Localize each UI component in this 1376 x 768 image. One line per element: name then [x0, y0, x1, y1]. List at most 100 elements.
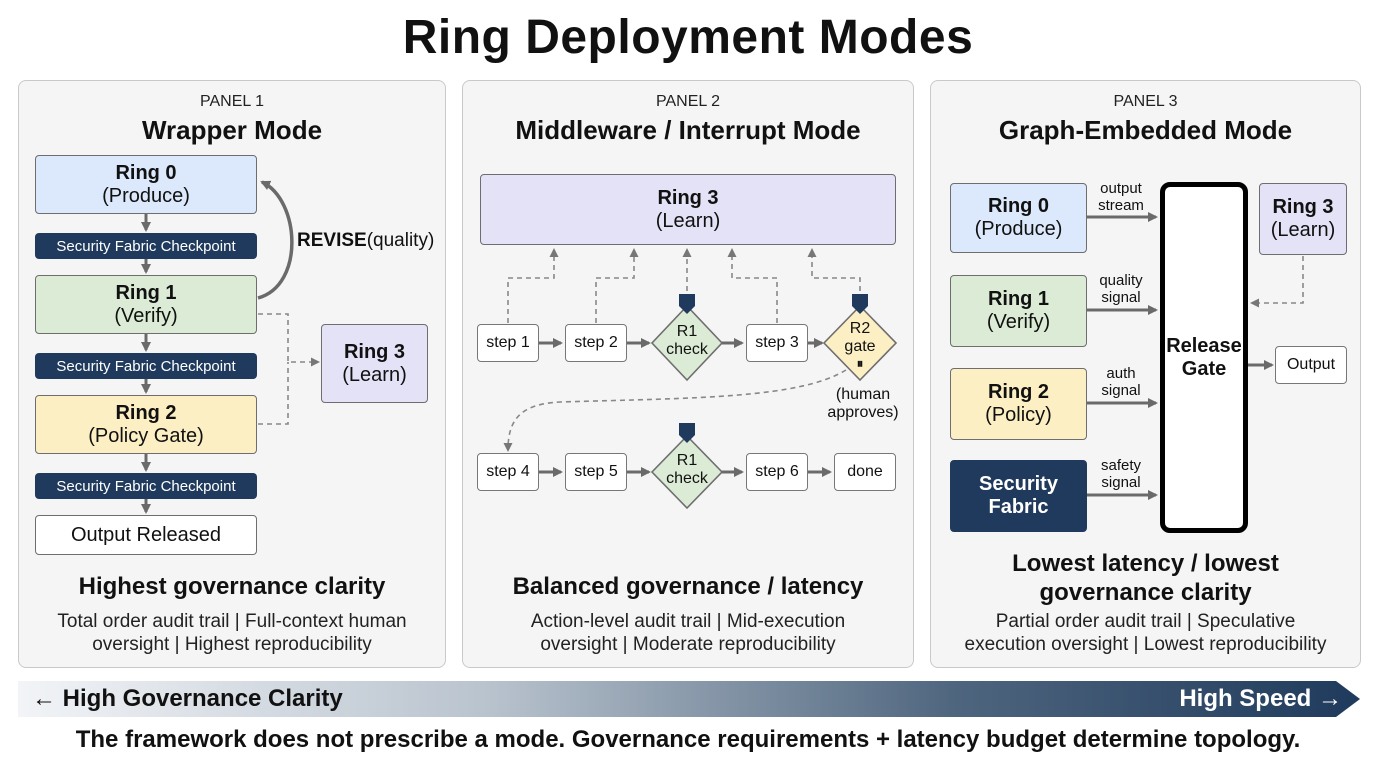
- sig-line2: signal: [1101, 474, 1141, 492]
- panel3-detail-line1: Partial order audit trail | Speculative: [995, 611, 1296, 632]
- spectrum-bar: [18, 681, 1360, 717]
- ring-role: (Learn): [1270, 219, 1336, 241]
- spectrum-right-label: High Speed →: [1179, 685, 1342, 712]
- panel1-summary: Highest governance clarity: [78, 573, 386, 600]
- check-label: check: [666, 341, 708, 359]
- panel1-detail-line1: Total order audit trail | Full-context h…: [57, 611, 407, 632]
- ring-name: Ring 3: [1272, 196, 1334, 218]
- ring-role: (Produce): [102, 184, 190, 207]
- step-5: step 5: [565, 453, 627, 491]
- shield-icon: [679, 294, 695, 314]
- step-3: step 3: [746, 324, 808, 362]
- p3-output-box: Output: [1275, 346, 1347, 384]
- p3-ring1-box: Ring 1 (Verify): [950, 275, 1087, 347]
- footer-note: The framework does not prescribe a mode.…: [75, 726, 1301, 753]
- quality-signal-label: quality signal: [1090, 272, 1152, 307]
- release-line2: Gate: [1181, 357, 1227, 380]
- shield-icon: [679, 423, 695, 443]
- r1-label: R1: [676, 452, 698, 469]
- ring-role: (Produce): [974, 218, 1063, 240]
- panel2-number: PANEL 2: [655, 93, 721, 110]
- security-line1: Security: [979, 473, 1058, 495]
- panel3-summary-line1: Lowest latency / lowest: [1012, 550, 1279, 577]
- r2-label: R2: [849, 320, 871, 337]
- panel1-detail-line2: oversight | Highest reproducibility: [92, 634, 372, 655]
- step-2: step 2: [565, 324, 627, 362]
- panel2-summary: Balanced governance / latency: [512, 573, 864, 600]
- revise-label: REVISE(quality): [297, 230, 434, 252]
- page-title: Ring Deployment Modes: [402, 11, 974, 64]
- step-4: step 4: [477, 453, 539, 491]
- panel3-learn-link: [1250, 256, 1304, 308]
- security-line2: Fabric: [988, 496, 1049, 518]
- p2-ring3-box: Ring 3 (Learn): [480, 174, 896, 245]
- revise-loop-arrow: [257, 180, 294, 300]
- p3-ring2-box: Ring 2 (Policy): [950, 368, 1087, 440]
- p1-output-box: Output Released: [35, 515, 257, 555]
- revise-rest: (quality): [366, 230, 435, 251]
- release-gate-box: Release Gate: [1160, 182, 1248, 533]
- panel3-title: Graph-Embedded Mode: [998, 115, 1293, 145]
- sig-line1: auth: [1106, 365, 1136, 382]
- note-line2: approves): [827, 404, 899, 422]
- ring-name: Ring 2: [115, 401, 177, 424]
- ring-role: (Policy): [985, 404, 1052, 426]
- r1-check-label-top: R1 check: [652, 323, 722, 360]
- ring-name: Ring 3: [343, 340, 406, 363]
- panel2-learn-links: [503, 248, 861, 452]
- panel1-title: Wrapper Mode: [141, 115, 323, 145]
- security-checkpoint: Security Fabric Checkpoint: [35, 353, 257, 379]
- output-stream-label: output stream: [1090, 180, 1152, 215]
- sig-line1: output: [1100, 180, 1142, 197]
- p1-ring3-box: Ring 3 (Learn): [321, 324, 428, 403]
- p1-ring2-box: Ring 2 (Policy Gate): [35, 395, 257, 454]
- release-line1: Release: [1166, 334, 1242, 357]
- r1-check-diamond-top: [650, 304, 724, 382]
- panel3-signal-arrows: [1087, 212, 1274, 500]
- ring-name: Ring 1: [115, 281, 177, 304]
- ring-role: (Verify): [114, 304, 178, 327]
- ring-role: (Learn): [655, 209, 721, 232]
- pause-icon: ⏸: [856, 355, 864, 371]
- step-6: step 6: [746, 453, 808, 491]
- security-checkpoint: Security Fabric Checkpoint: [35, 233, 257, 259]
- sig-line2: signal: [1101, 382, 1141, 400]
- panel1-number: PANEL 1: [199, 93, 265, 110]
- gate-label: gate: [844, 338, 876, 356]
- sig-line2: stream: [1098, 197, 1144, 215]
- spectrum-left-label: ← High Governance Clarity: [32, 685, 343, 712]
- shield-icon: [852, 294, 868, 314]
- safety-signal-label: safety signal: [1090, 457, 1152, 492]
- r1-label: R1: [676, 323, 698, 340]
- ring-name: Ring 3: [657, 186, 719, 209]
- panel1-learn-links: [258, 313, 320, 425]
- ring-role: (Learn): [342, 363, 407, 386]
- auth-signal-label: auth signal: [1090, 365, 1152, 400]
- done-step: done: [834, 453, 896, 491]
- sig-line1: safety: [1100, 457, 1142, 474]
- p3-ring0-box: Ring 0 (Produce): [950, 183, 1087, 253]
- human-approves-note: (human approves): [818, 386, 908, 423]
- security-checkpoint: Security Fabric Checkpoint: [35, 473, 257, 499]
- sig-line2: signal: [1101, 289, 1141, 307]
- r2-gate-label: R2 gate ⏸: [824, 320, 896, 372]
- r1-check-diamond-bottom: [650, 434, 724, 510]
- r2-gate-diamond: [822, 304, 898, 382]
- ring-role: (Verify): [986, 311, 1051, 333]
- p1-ring0-box: Ring 0 (Produce): [35, 155, 257, 214]
- p3-ring3-box: Ring 3 (Learn): [1259, 183, 1347, 255]
- ring-name: Ring 1: [987, 288, 1050, 310]
- note-line1: (human: [835, 386, 891, 403]
- ring-role: (Policy Gate): [88, 424, 204, 447]
- ring-name: Ring 0: [987, 195, 1050, 217]
- output-label: Output Released: [70, 523, 222, 546]
- panel3-summary-line2: governance clarity: [1039, 579, 1252, 606]
- panel2-title: Middleware / Interrupt Mode: [515, 115, 861, 145]
- revise-bold: REVISE: [297, 230, 367, 251]
- p1-ring1-box: Ring 1 (Verify): [35, 275, 257, 334]
- panel3-number: PANEL 3: [1113, 93, 1178, 110]
- r1-check-label-bottom: R1 check: [652, 452, 722, 489]
- panel2-detail-line2: oversight | Moderate reproducibility: [540, 634, 836, 655]
- panel3-detail-line2: execution oversight | Lowest reproducibi…: [964, 634, 1327, 655]
